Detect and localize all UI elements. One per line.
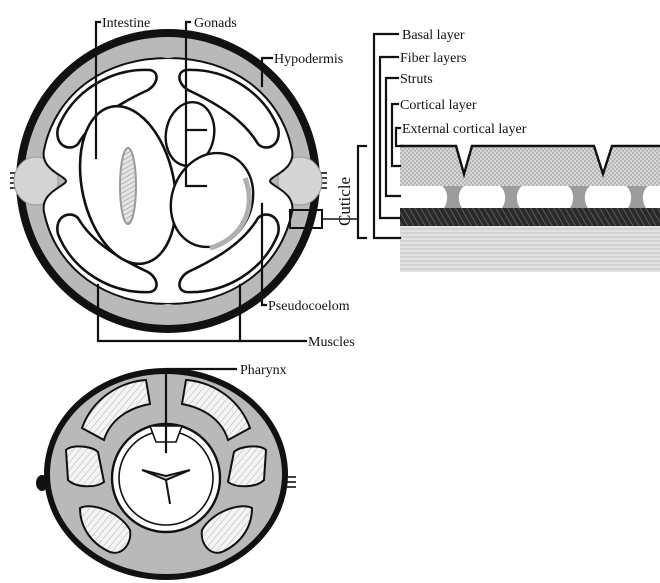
cortical-layer	[400, 146, 660, 186]
label-cortical-layer: Cortical layer	[400, 98, 477, 113]
pharynx-muscle-right	[228, 446, 266, 486]
label-hypodermis: Hypodermis	[274, 52, 343, 67]
label-cuticle: Cuticle	[335, 177, 354, 226]
label-pharynx: Pharynx	[240, 363, 287, 378]
basal-layer-band	[400, 226, 660, 272]
label-struts: Struts	[400, 72, 433, 87]
fiber-layers-band	[400, 208, 660, 226]
label-basal-layer: Basal layer	[402, 28, 465, 43]
label-intestine: Intestine	[102, 16, 150, 31]
label-muscles: Muscles	[308, 335, 355, 350]
strut-zone	[400, 186, 660, 208]
cuticle-detail	[400, 146, 660, 272]
label-gonads: Gonads	[194, 16, 237, 31]
intestine-lumen	[120, 148, 136, 224]
body-cross-section	[10, 29, 327, 333]
label-fiber-layers: Fiber layers	[400, 51, 466, 66]
label-pseudocoelom: Pseudocoelom	[268, 299, 350, 314]
pharynx-muscle-left	[66, 446, 104, 486]
label-external-cortical-layer: External cortical layer	[402, 122, 527, 137]
